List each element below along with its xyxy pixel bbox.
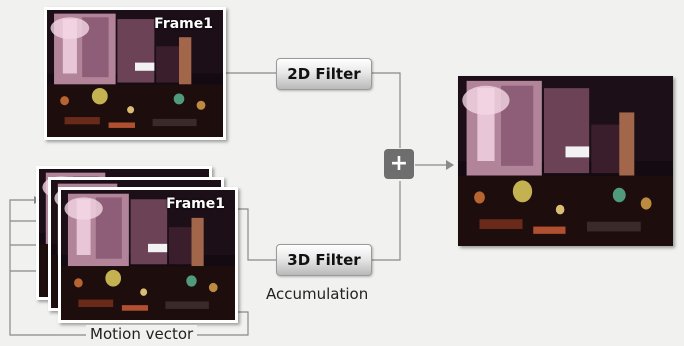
accumulation-label: Accumulation	[262, 285, 373, 303]
output-image	[458, 76, 673, 246]
combine-plus-box: +	[384, 149, 414, 179]
filter-2d-box: 2D Filter	[276, 58, 372, 90]
stack-frame-front: Frame1	[58, 187, 238, 323]
frame1-image-top: Frame1	[44, 7, 226, 140]
city-night-photo-output	[458, 76, 673, 246]
frame-label-stack: Frame1	[166, 196, 225, 212]
motion-vector-label: Motion vector	[86, 325, 198, 343]
frame-label-top: Frame1	[154, 16, 213, 32]
filter-3d-box: 3D Filter	[276, 244, 372, 276]
